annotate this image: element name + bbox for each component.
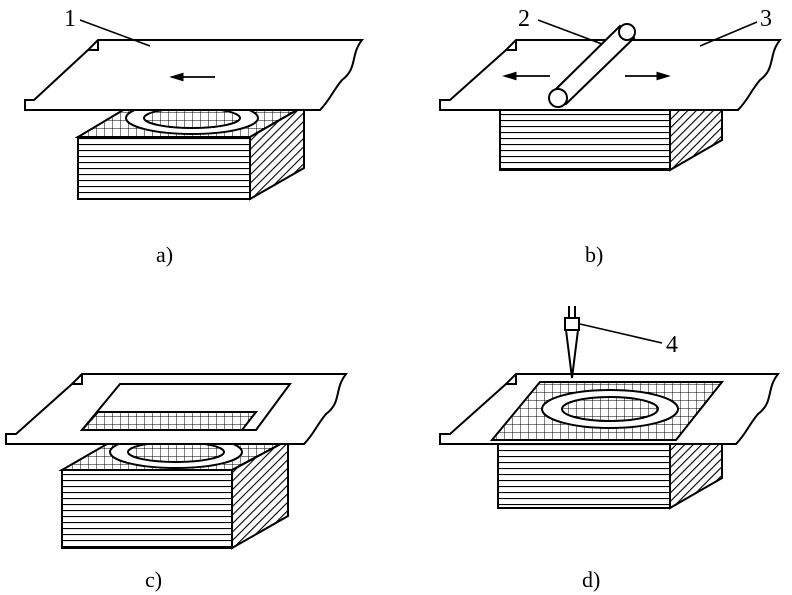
callout-2: 2 — [518, 6, 530, 32]
panel-c: c) — [5, 373, 349, 592]
core-block-c — [58, 435, 289, 550]
cutting-tool — [564, 306, 580, 379]
leader-4 — [579, 323, 663, 344]
callout-3: 3 — [760, 6, 772, 32]
roller — [548, 23, 636, 108]
core-block-a — [74, 101, 308, 201]
caption-d: d) — [582, 567, 600, 592]
sheet-a — [24, 39, 365, 111]
leader-1 — [79, 19, 151, 47]
leader-2 — [537, 19, 603, 45]
panel-b: 2 3 b) — [439, 6, 783, 267]
panel-a: 1 a) — [24, 6, 365, 267]
sheet-b — [439, 39, 783, 111]
window-cutout — [79, 383, 292, 431]
core-block-d — [497, 426, 723, 510]
leader-3 — [699, 21, 758, 47]
caption-c: c) — [145, 567, 162, 592]
core-block-b — [499, 92, 723, 172]
caption-a: a) — [156, 242, 173, 267]
callout-1: 1 — [64, 6, 76, 32]
mesh-layer-d — [489, 381, 725, 441]
panel-d: 4 d) — [439, 306, 781, 592]
caption-b: b) — [585, 242, 603, 267]
callout-4: 4 — [666, 332, 678, 358]
